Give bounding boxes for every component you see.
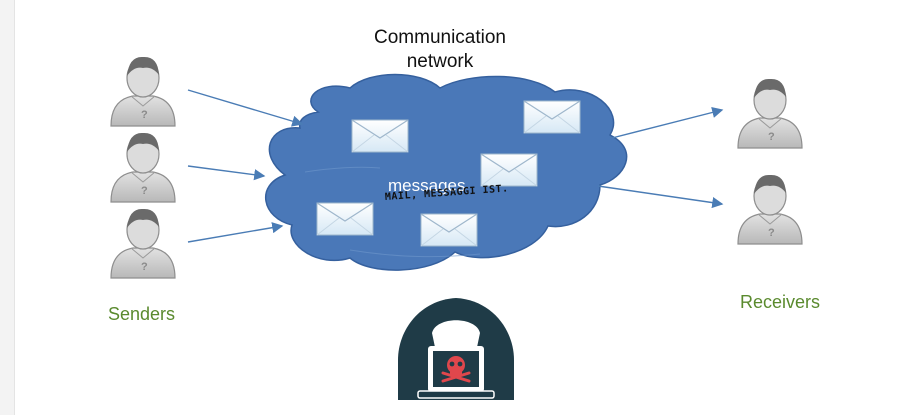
sender-person-icon [110,132,176,203]
arrow-icon [187,89,304,127]
envelope-icon [351,119,409,153]
network-title-line1: Communication [374,27,506,48]
network-title-line2: network [406,51,474,72]
network-title: Communication network [350,26,530,74]
envelope-icon [420,213,478,247]
sender-person-icon [110,208,176,279]
receiver-person-icon [737,78,803,149]
left-margin-strip [0,0,15,415]
skull-icon [441,356,471,383]
senders-label: Senders [108,304,176,324]
arrow-icon [611,106,724,139]
arrow-icon [187,165,266,181]
envelope-icon [480,153,538,187]
envelope-icon [523,100,581,134]
messages-label: messages [388,176,466,195]
arrow-icon [597,185,724,209]
sender-person-icon [110,56,176,127]
arrow-icon [187,222,284,243]
receiver-person-icon [737,174,803,245]
receivers-label: Receivers [740,292,821,312]
hacker-icon [398,298,514,400]
envelope-icon [316,202,374,236]
